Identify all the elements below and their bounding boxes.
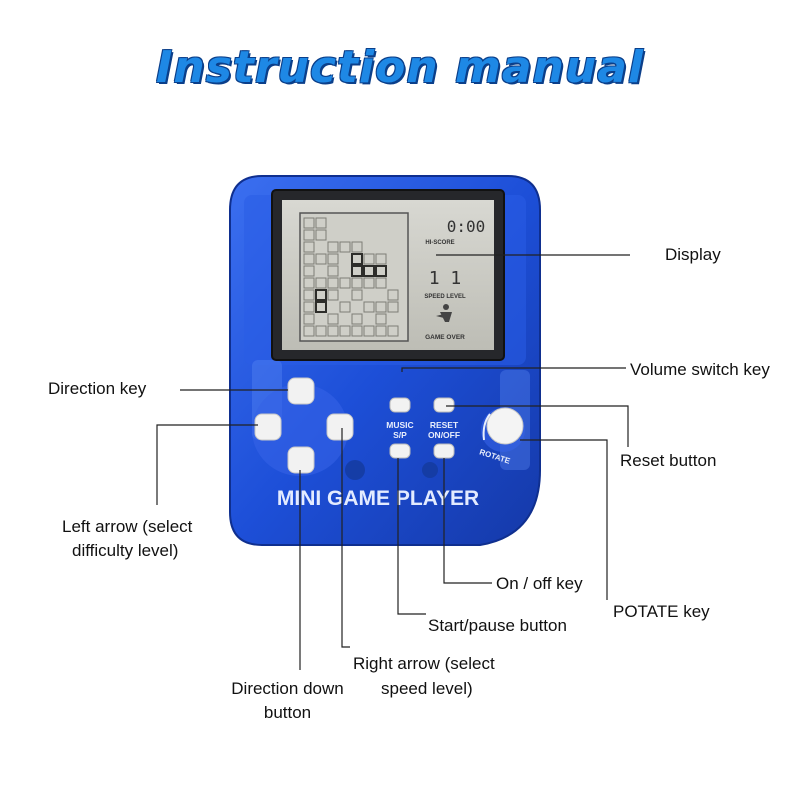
label-right-arrow-line1: Right arrow (select	[353, 654, 495, 673]
music-button	[389, 397, 411, 413]
label-direction-key: Direction key	[48, 379, 147, 398]
music-label-line2: S/P	[393, 430, 407, 440]
dpad-up-button	[287, 377, 315, 405]
level-digits: 1 1	[429, 268, 462, 289]
label-volume-switch-key: Volume switch key	[630, 360, 770, 379]
d-pad	[252, 377, 354, 476]
page-title: Instruction manual	[156, 42, 644, 93]
label-potate-key: POTATE key	[613, 602, 710, 621]
speed-level-label: SPEED LEVEL	[424, 294, 466, 300]
leader-volume	[401, 367, 626, 372]
reset-label-line2: ON/OFF	[428, 430, 460, 440]
leader-right-arrow	[341, 428, 350, 648]
dpad-right-button	[326, 413, 354, 441]
label-direction-down-line2: button	[263, 703, 312, 722]
leader-reset	[446, 405, 629, 447]
music-label-line1: MUSIC	[386, 420, 413, 430]
game-over-label: GAME OVER	[425, 334, 465, 341]
leader-on-off	[443, 458, 492, 584]
rotate-arrow-icon	[482, 413, 491, 441]
label-direction-down-line1: Direction down	[231, 679, 344, 698]
leader-left-arrow	[156, 424, 258, 505]
score-readout: 0:00	[447, 217, 486, 236]
label-left-arrow-line2: difficulty level)	[72, 541, 179, 560]
dpad-down-button	[287, 446, 315, 474]
on-off-button	[433, 443, 455, 459]
reset-label-line1: RESET	[430, 420, 459, 430]
label-right-arrow-line2: speed level)	[381, 679, 473, 698]
leader-lines	[156, 254, 630, 670]
label-on-off-key: On / off key	[496, 574, 583, 593]
label-start-pause-button: Start/pause button	[428, 616, 567, 635]
leader-potate	[520, 439, 608, 600]
reset-button	[433, 397, 455, 413]
rotate-button	[486, 407, 524, 445]
label-display: Display	[665, 245, 721, 264]
brand-label: MINI GAME PLAYER	[277, 487, 479, 510]
runner-icon	[436, 304, 452, 322]
start-pause-button	[389, 443, 411, 459]
hi-score-label: HI-SCORE	[425, 240, 454, 246]
label-left-arrow-line1: Left arrow (select	[62, 517, 193, 536]
dpad-left-button	[254, 413, 282, 441]
label-reset-button: Reset button	[620, 451, 717, 470]
leader-start-pause	[397, 458, 426, 615]
